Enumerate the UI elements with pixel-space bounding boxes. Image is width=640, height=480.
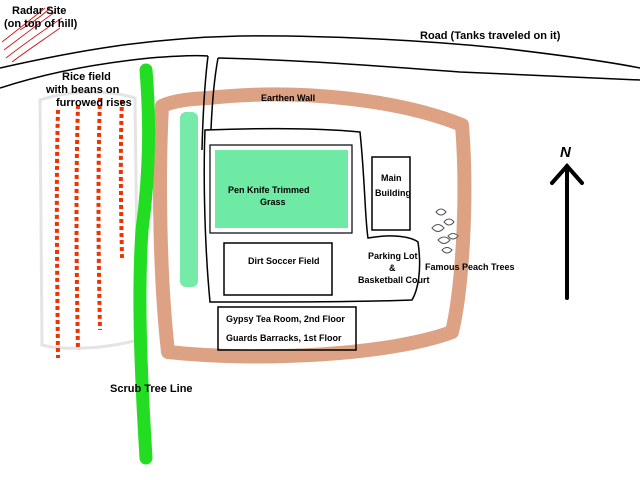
earthen-wall-label: Earthen Wall	[261, 93, 315, 103]
rice-field-label-3: furrowed rises	[56, 97, 132, 109]
trimmed-grass-area	[215, 150, 348, 228]
dirt-soccer-field	[223, 242, 333, 296]
main-building-label-1: Main	[381, 173, 402, 183]
access-road-right	[210, 57, 219, 131]
peach-trees-label: Famous Peach Trees	[425, 262, 515, 272]
rice-rows	[54, 97, 124, 359]
barracks-label: Guards Barracks, 1st Floor	[226, 333, 342, 343]
rice-row	[74, 104, 80, 351]
soccer-field-label: Dirt Soccer Field	[248, 256, 320, 266]
rice-field-label-1: Rice field	[62, 71, 111, 83]
scrub-tree-line-label: Scrub Tree Line	[110, 383, 193, 395]
tea-room-barracks-building	[217, 306, 357, 351]
tree-cluster-icon	[431, 208, 459, 254]
radar-site-sublabel: (on top of hill)	[4, 18, 78, 30]
rice-row	[54, 109, 60, 359]
road-upper-line	[0, 35, 640, 69]
grass-strip	[180, 112, 198, 287]
parking-label-1: Parking Lot	[368, 251, 418, 261]
main-building	[371, 156, 411, 231]
up-arrow-icon	[550, 162, 584, 300]
road-label: Road (Tanks traveled on it)	[420, 30, 561, 42]
access-road-left	[201, 55, 209, 151]
road-lower-line	[0, 54, 640, 89]
north-label: N	[560, 144, 572, 161]
main-building-label-2: Building	[375, 188, 411, 198]
grass-border	[209, 144, 353, 234]
rice-field-label-2: with beans on	[45, 84, 120, 96]
tea-room-label: Gypsy Tea Room, 2nd Floor	[226, 314, 345, 324]
rice-row	[118, 99, 124, 259]
radar-site-hatching	[1, 7, 63, 63]
parking-label-2: &	[389, 263, 396, 273]
grass-label-2: Grass	[260, 197, 286, 207]
grass-label-1: Pen Knife Trimmed	[228, 185, 310, 195]
parking-label-3: Basketball Court	[358, 275, 430, 285]
compound-outline	[203, 127, 421, 303]
scrub-tree-line	[133, 63, 156, 465]
rice-field-outline	[38, 90, 140, 350]
radar-site-label: Radar Site	[12, 5, 66, 17]
rice-row	[96, 97, 102, 331]
earthen-wall	[153, 87, 472, 364]
